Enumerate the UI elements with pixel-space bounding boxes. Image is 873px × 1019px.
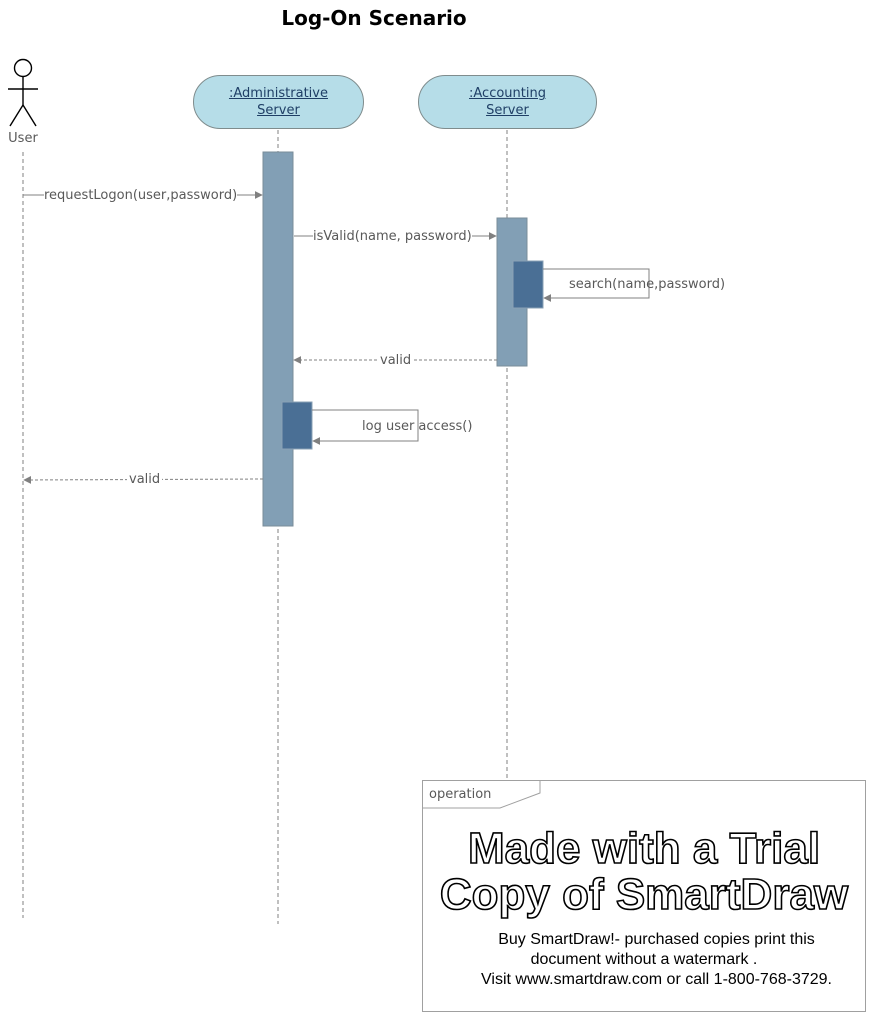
search-label: search(name,password): [569, 277, 726, 292]
log-access-self-activation: [281, 401, 313, 450]
diagram-title: Log-On Scenario: [281, 6, 467, 30]
valid-return-label: valid: [378, 353, 414, 368]
accounting-server-name: :Accounting: [469, 86, 546, 101]
administrative-server-name: :Administrative: [228, 86, 328, 101]
operation-fragment-label: operation: [429, 787, 492, 802]
request-logon-label: requestLogon(user,password): [44, 188, 238, 203]
operation-fragment: [422, 780, 866, 1012]
accounting-server-head: :Accounting Server: [418, 75, 597, 129]
log-access-self-arrow: [312, 409, 419, 445]
log-user-access-label: log user access(): [362, 419, 473, 434]
search-self-arrow: [543, 268, 650, 302]
watermark-text-3: Visit www.smartdraw.com or call 1-800-76…: [481, 971, 832, 988]
watermark-text-2: document without a watermark .: [530, 951, 758, 968]
administrative-server-name-2: Server: [257, 103, 300, 118]
user-actor-icon: [8, 58, 38, 127]
user-actor-label: User: [8, 131, 38, 146]
watermark-headline-2: Copy of SmartDraw: [439, 870, 849, 919]
search-self-activation: [512, 260, 544, 309]
is-valid-label: isValid(name, password): [313, 229, 472, 244]
administrative-server-head: :Administrative Server: [193, 75, 364, 129]
valid-to-user-label: valid: [127, 472, 163, 487]
watermark-text-1: Buy SmartDraw!- purchased copies print t…: [498, 931, 815, 948]
administrative-server-activation: [262, 151, 294, 527]
accounting-server-name-2: Server: [486, 103, 529, 118]
watermark-headline-1: Made with a Trial: [467, 824, 821, 873]
